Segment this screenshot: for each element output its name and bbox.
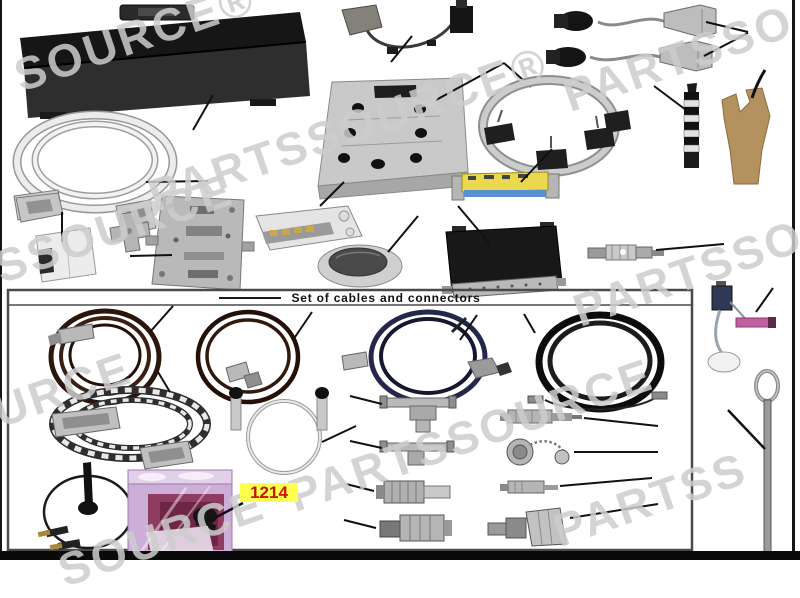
cable-coil-brown-2-icon bbox=[195, 309, 301, 405]
frame-right-line bbox=[792, 0, 795, 560]
cap-chain-connector-icon bbox=[506, 438, 570, 466]
callout-line-loop-cable bbox=[321, 425, 357, 443]
thick-db25-cable-coil-icon bbox=[49, 386, 211, 470]
dsub-gender-changer-yellow-icon bbox=[451, 171, 560, 201]
callout-line-db25 bbox=[457, 205, 491, 245]
carrying-case-icon bbox=[20, 4, 310, 119]
callout-line-case bbox=[192, 94, 214, 131]
callout-line-din-cable-1 bbox=[705, 21, 749, 33]
callout-line-coil-blue bbox=[459, 314, 478, 341]
dsub-adapter-small-icon bbox=[15, 192, 64, 223]
anti-static-parts-bag-icon bbox=[127, 469, 233, 557]
callout-line-rod bbox=[727, 409, 766, 450]
lemo-connector-icon bbox=[683, 83, 700, 168]
cable-coil-black-large-icon bbox=[527, 311, 668, 413]
callout-line-lemo bbox=[653, 85, 687, 111]
callout-line-pink-cable bbox=[755, 287, 774, 313]
cable-clamp-tool-icon bbox=[721, 69, 771, 185]
header-dash-line bbox=[219, 296, 282, 299]
cables-box-title: Set of cables and connectors bbox=[291, 290, 481, 305]
callout-line-gender-changer bbox=[520, 148, 553, 183]
callout-line-breakout-box bbox=[435, 62, 505, 101]
callout-line-serial-cable bbox=[145, 180, 209, 183]
cable-coil-blue-icon bbox=[341, 309, 512, 405]
diagram-canvas bbox=[0, 0, 800, 560]
dome-transducer-icon bbox=[317, 244, 403, 288]
pink-cable-assembly-icon bbox=[707, 281, 776, 373]
multi-connector-cable-coil-icon bbox=[478, 75, 631, 177]
callout-line-inline-small bbox=[583, 417, 659, 427]
din-dsub-cable-2-icon bbox=[546, 40, 713, 72]
cables-box-border bbox=[6, 288, 694, 552]
callout-line-pcb bbox=[129, 254, 173, 257]
din-dsub-cable-1-icon bbox=[554, 4, 717, 38]
callout-line-inline-connector bbox=[655, 243, 725, 251]
breakout-test-box-icon bbox=[317, 77, 469, 200]
loop-cable-white-icon bbox=[229, 387, 329, 475]
callout-line-barrel-1 bbox=[345, 483, 375, 492]
bnc-t-adapter-2-icon bbox=[379, 440, 455, 466]
interface-module-icon bbox=[255, 205, 363, 251]
cables-box-header: Set of cables and connectors bbox=[8, 290, 692, 305]
db25-adapter-black-icon bbox=[442, 222, 566, 299]
callout-line-connector-large bbox=[569, 503, 659, 519]
callout-line-short-cable bbox=[390, 35, 413, 63]
test-lead-loop-icon bbox=[37, 462, 134, 550]
callout-line-din-cable-2 bbox=[703, 32, 749, 57]
connector-large-icon bbox=[487, 507, 567, 547]
pcb-bracket-icon bbox=[145, 195, 255, 291]
callout-line-connector-small bbox=[559, 477, 653, 487]
bnc-barrel-connector-1-icon bbox=[376, 480, 451, 504]
callout-line-t-adapter-2 bbox=[349, 440, 383, 449]
bnc-t-adapter-1-icon bbox=[379, 395, 457, 433]
callout-line-coil-2 bbox=[292, 311, 313, 341]
connector-small-icon bbox=[500, 480, 558, 494]
frame-bottom-bar bbox=[0, 551, 800, 560]
callout-line-interface bbox=[319, 181, 345, 207]
power-supply-module-icon bbox=[35, 227, 97, 283]
callout-line-thick-coil bbox=[157, 371, 171, 393]
cross-adapter-icon bbox=[109, 211, 151, 253]
callout-line-coil-black bbox=[523, 313, 536, 334]
callout-line-1214 bbox=[208, 501, 244, 523]
callout-line-barrel-2 bbox=[343, 519, 377, 529]
bnc-barrel-connector-2-icon bbox=[379, 514, 452, 542]
inline-connector-icon bbox=[587, 244, 664, 261]
frame-left-line bbox=[0, 0, 2, 552]
antenna-rod-icon bbox=[754, 369, 780, 557]
short-adapter-cable-icon bbox=[341, 0, 473, 54]
inline-connector-small-icon bbox=[500, 409, 582, 424]
callout-line-coil-1 bbox=[149, 305, 174, 333]
callout-line-t-adapter-1 bbox=[349, 395, 383, 405]
callout-line-dome bbox=[387, 215, 419, 253]
part-number-label: 1214 bbox=[240, 483, 298, 502]
